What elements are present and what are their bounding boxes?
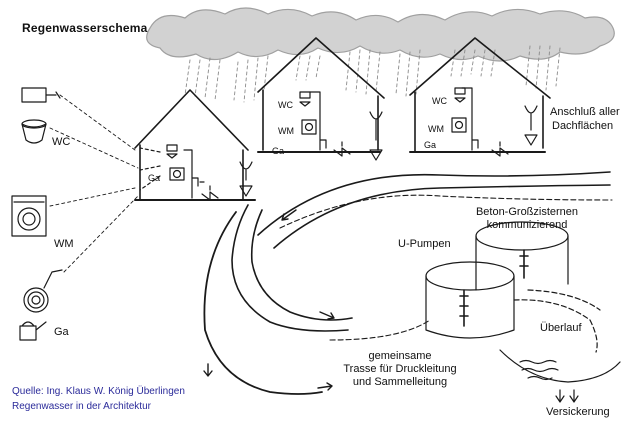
label-ga-legend: Ga [54,326,69,338]
label-wm-house3: WM [428,124,444,134]
washing-machine-icon [11,195,47,237]
label-ga-house3: Ga [424,140,437,150]
source-line-2: Regenwasser in der Architektur [12,401,151,412]
overflow-pipe [513,289,601,353]
label-trasse-2: Trasse für Druckleitung [343,363,457,375]
fixtures-house-1 [139,144,205,199]
fixtures-house-3 [451,87,479,151]
label-wm-legend: WM [54,238,74,250]
valve-icon [201,141,509,201]
label-wm-house2: WM [278,126,294,136]
label-wc-house3: WC [432,96,447,106]
rain-icon [184,45,561,103]
watering-can-icon [19,321,47,341]
label-beton-2: kommunizierend [486,219,568,231]
toilet-icon [21,119,47,144]
label-ga-house2: Ga [272,146,285,156]
pressure-line [279,194,613,341]
label-ga-house1: Ga [148,173,161,183]
diagram-title: Regenwasserschema [22,21,148,35]
flow-arrows [203,209,335,391]
house-icon [134,89,256,201]
collector-pipe [203,171,611,395]
garden-hose-icon [23,269,63,313]
label-versickerung: Versickerung [546,406,610,418]
house-icon [257,37,385,153]
source-line-1: Quelle: Ing. Klaus W. König Überlingen [12,386,185,397]
infiltration-basin [499,349,621,403]
label-beton-1: Beton-Großzisternen [475,206,579,218]
label-wc-legend: WC [52,136,71,148]
label-trasse-1: gemeinsame [368,350,432,362]
cloud-icon [146,7,615,62]
house-icon [409,37,551,153]
pump-icon [459,249,529,327]
label-anschluss-2: Dachflächen [552,120,614,132]
funnel-icon [239,105,538,197]
label-u-pumpen: U-Pumpen [398,238,451,250]
label-wc-house2: WC [278,100,293,110]
fixtures-house-2 [299,91,327,151]
label-trasse-3: und Sammelleitung [352,376,448,388]
cistern-icon [425,221,569,339]
label-ueberlauf: Überlauf [540,322,582,334]
label-anschluss-1: Anschluß aller [550,106,620,118]
legend-connectors [49,94,139,273]
switch-icon [21,87,61,103]
